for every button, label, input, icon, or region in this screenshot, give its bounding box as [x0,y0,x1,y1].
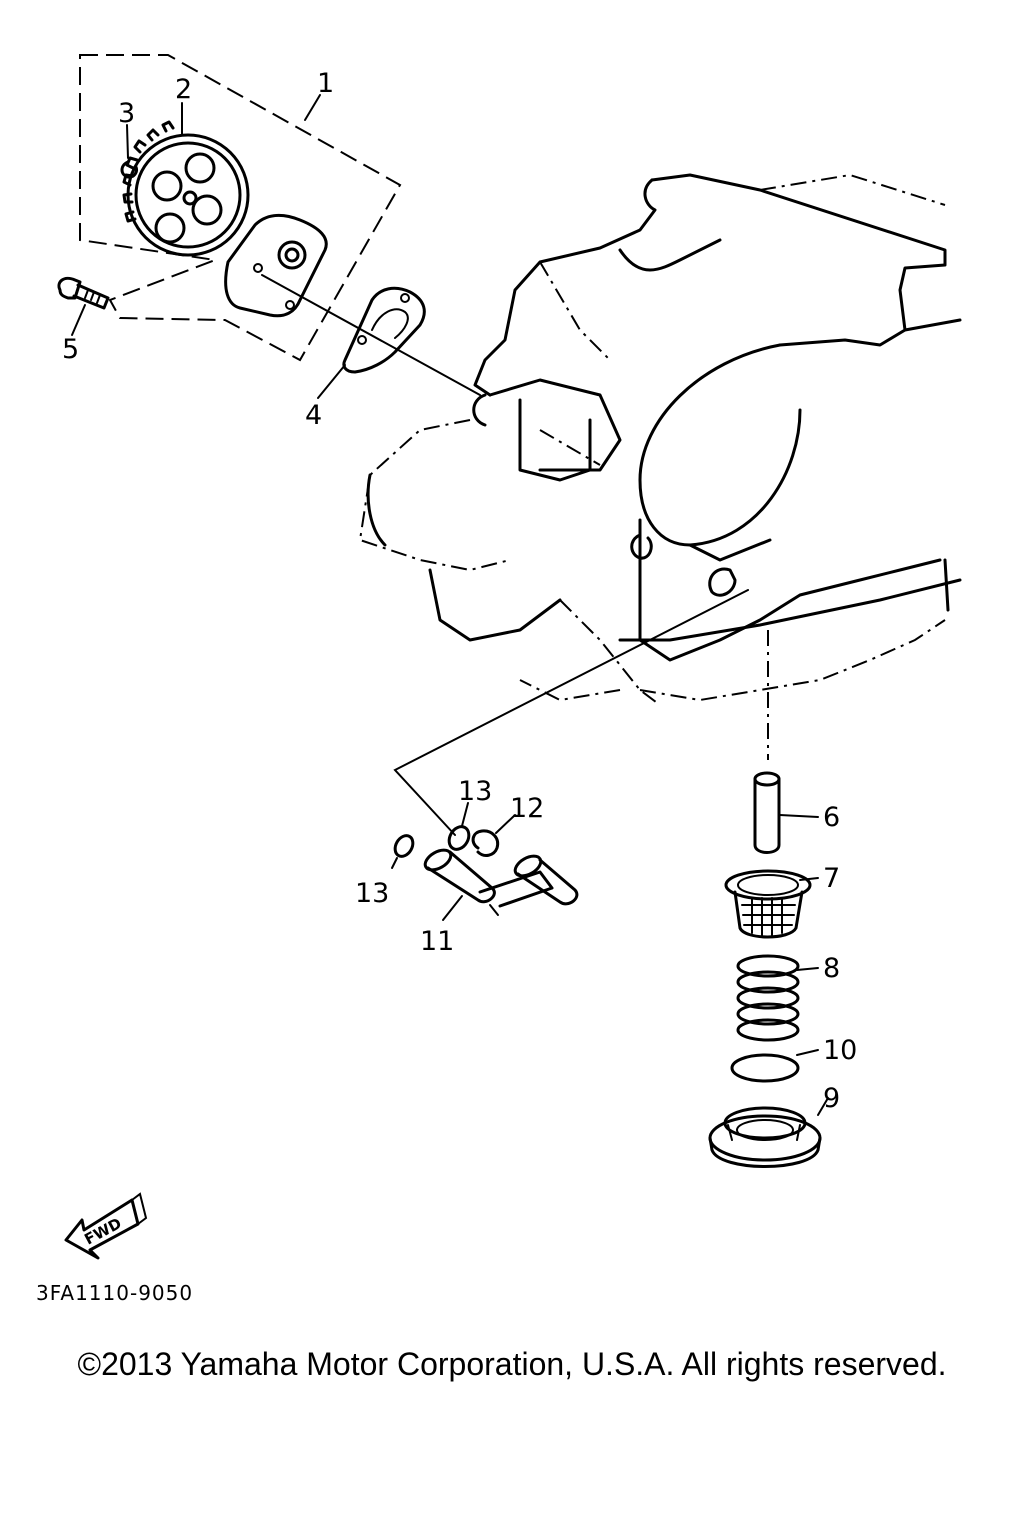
oil-pump-gear [122,120,250,257]
o-ring-small [447,825,471,851]
o-ring-small [393,834,415,858]
oil-pipe-joint [423,848,579,916]
leader-lines [71,94,829,1116]
callout-13-top: 13 [458,776,492,807]
circlip [120,160,138,179]
alignment-line [393,589,749,836]
callout-7: 7 [823,863,840,894]
oil-strainer [724,869,812,939]
callout-4: 4 [305,400,322,431]
drain-plug [708,1106,822,1168]
crankcase-outline [358,173,962,706]
callout-6: 6 [823,802,840,833]
oil-pump-body [224,213,328,318]
bolt [57,276,110,310]
callout-11: 11 [420,926,454,957]
spring [736,954,800,1042]
diagram-code: 3FA1110-9050 [36,1281,193,1305]
o-ring [730,1053,800,1083]
callout-13-left: 13 [355,878,389,909]
callout-3: 3 [118,98,135,129]
copyright-notice: ©2013 Yamaha Motor Corporation, U.S.A. A… [77,1346,947,1382]
alignment-line [539,429,601,466]
oil-pump-gasket [342,286,426,374]
callout-2: 2 [175,74,192,105]
callout-8: 8 [823,953,840,984]
callout-12: 12 [510,793,544,824]
oil-pipe [753,771,781,854]
callout-1: 1 [317,68,334,99]
circlip-small [471,829,500,857]
callout-5: 5 [62,334,79,365]
assembly-boundary [79,54,402,362]
callout-9: 9 [823,1083,840,1114]
fwd-arrow-icon: FWD [64,1192,148,1260]
callout-10: 10 [823,1035,857,1066]
alignment-line [261,274,481,396]
